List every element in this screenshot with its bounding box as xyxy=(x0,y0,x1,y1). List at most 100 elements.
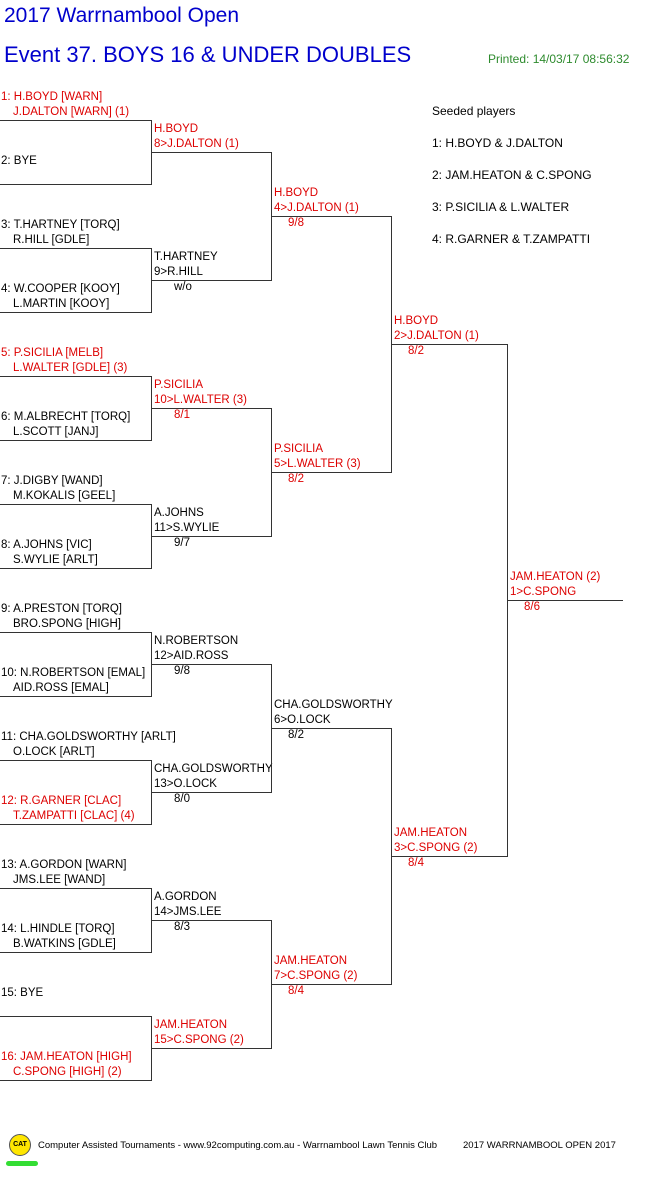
tournament-title: 2017 Warrnambool Open xyxy=(4,4,240,27)
bracket-connector xyxy=(151,408,272,537)
entry-line-2: JMS.LEE [WAND] xyxy=(13,874,106,886)
entry-line-1: CHA.GOLDSWORTHY xyxy=(274,699,393,711)
match-score: 9/8 xyxy=(174,665,190,677)
bracket-connector xyxy=(0,1016,152,1081)
entry-line-2: L.WALTER [GDLE] (3) xyxy=(13,362,128,374)
entry-line-1: 7: J.DIGBY [WAND] xyxy=(1,475,103,487)
seed-entry: 2: JAM.HEATON & C.SPONG xyxy=(432,168,592,182)
entry-line-1: CHA.GOLDSWORTHY xyxy=(154,763,273,775)
entry-line-1: JAM.HEATON xyxy=(274,955,348,967)
bracket-connector xyxy=(0,120,152,185)
bracket-line xyxy=(507,600,623,601)
entry-line-1: T.HARTNEY xyxy=(154,251,218,263)
entry-line-1: JAM.HEATON (2) xyxy=(510,571,601,583)
bracket-connector xyxy=(0,888,152,953)
footer-event-name: 2017 WARRNAMBOOL OPEN 2017 xyxy=(463,1140,616,1151)
footer-credits: Computer Assisted Tournaments - www.92co… xyxy=(38,1140,438,1151)
bracket-connector xyxy=(151,152,272,281)
entry-line-1: 12: R.GARNER [CLAC] xyxy=(1,795,122,807)
match-score: 8/4 xyxy=(408,857,424,869)
cat-logo: CAT xyxy=(9,1134,31,1156)
seed-entry: 4: R.GARNER & T.ZAMPATTI xyxy=(432,232,591,246)
bracket-connector xyxy=(271,728,392,985)
event-title: Event 37. BOYS 16 & UNDER DOUBLES xyxy=(4,42,412,67)
entry-line-2: O.LOCK [ARLT] xyxy=(13,746,95,758)
entry-line-2: 7>C.SPONG (2) xyxy=(274,970,358,982)
entry-line-1: 5: P.SICILIA [MELB] xyxy=(1,347,104,359)
bracket-connector xyxy=(151,664,272,793)
entry-line-2: 8>J.DALTON (1) xyxy=(154,138,239,150)
match-score: 8/0 xyxy=(174,793,190,805)
entry-line-1: 11: CHA.GOLDSWORTHY [ARLT] xyxy=(1,731,176,743)
logo-underline xyxy=(6,1161,38,1166)
entry-line-1: JAM.HEATON xyxy=(154,1019,228,1031)
bracket-connector xyxy=(0,632,152,697)
entry-line-2: L.MARTIN [KOOY] xyxy=(13,298,110,310)
seeded-players-heading: Seeded players xyxy=(432,104,516,118)
entry-line-1: 10: N.ROBERTSON [EMAL] xyxy=(1,667,146,679)
bracket-connector xyxy=(0,760,152,825)
entry-line-2: 1>C.SPONG xyxy=(510,586,577,598)
match-score: 9/8 xyxy=(288,217,304,229)
entry-line-2: B.WATKINS [GDLE] xyxy=(13,938,116,950)
match-score: 8/6 xyxy=(524,601,540,613)
seed-entry: 3: P.SICILIA & L.WALTER xyxy=(432,200,570,214)
entry-line-1: 1: H.BOYD [WARN] xyxy=(1,91,103,103)
entry-line-1: 6: M.ALBRECHT [TORQ] xyxy=(1,411,131,423)
entry-line-2: AID.ROSS [EMAL] xyxy=(13,682,109,694)
entry-line-1: P.SICILIA xyxy=(154,379,204,391)
printed-timestamp: Printed: 14/03/17 08:56:32 xyxy=(488,52,630,66)
entry-line-2: 15>C.SPONG (2) xyxy=(154,1034,244,1046)
entry-line-1: 8: A.JOHNS [VIC] xyxy=(1,539,92,551)
entry-line-1: 9: A.PRESTON [TORQ] xyxy=(1,603,122,615)
match-score: w/o xyxy=(174,281,192,293)
entry-line-2: 9>R.HILL xyxy=(154,266,203,278)
entry-line-1: 14: L.HINDLE [TORQ] xyxy=(1,923,115,935)
match-score: 8/3 xyxy=(174,921,190,933)
entry-line-1: 3: T.HARTNEY [TORQ] xyxy=(1,219,120,231)
entry-line-2: C.SPONG [HIGH] (2) xyxy=(13,1066,122,1078)
entry-line-2: T.ZAMPATTI [CLAC] (4) xyxy=(13,810,135,822)
entry-line-1: A.JOHNS xyxy=(154,507,204,519)
match-score: 8/2 xyxy=(288,729,304,741)
bracket-connector xyxy=(151,920,272,1049)
entry-line-2: 10>L.WALTER (3) xyxy=(154,394,247,406)
match-score: 8/2 xyxy=(288,473,304,485)
entry-line-1: 2: BYE xyxy=(1,155,37,167)
match-score: 8/2 xyxy=(408,345,424,357)
entry-line-1: 13: A.GORDON [WARN] xyxy=(1,859,127,871)
match-score: 8/1 xyxy=(174,409,190,421)
entry-line-1: H.BOYD xyxy=(274,187,319,199)
entry-line-2: 12>AID.ROSS xyxy=(154,650,229,662)
entry-line-2: 4>J.DALTON (1) xyxy=(274,202,359,214)
bracket-connector xyxy=(0,504,152,569)
seed-entry: 1: H.BOYD & J.DALTON xyxy=(432,136,563,150)
entry-line-2: 3>C.SPONG (2) xyxy=(394,842,478,854)
bracket-connector xyxy=(0,376,152,441)
bracket-connector xyxy=(271,216,392,473)
entry-line-1: 15: BYE xyxy=(1,987,44,999)
entry-line-1: H.BOYD xyxy=(394,315,439,327)
entry-line-2: S.WYLIE [ARLT] xyxy=(13,554,98,566)
entry-line-2: BRO.SPONG [HIGH] xyxy=(13,618,121,630)
entry-line-1: 4: W.COOPER [KOOY] xyxy=(1,283,120,295)
entry-line-1: H.BOYD xyxy=(154,123,199,135)
entry-line-2: L.SCOTT [JANJ] xyxy=(13,426,99,438)
entry-line-2: R.HILL [GDLE] xyxy=(13,234,90,246)
entry-line-2: 2>J.DALTON (1) xyxy=(394,330,479,342)
entry-line-2: 13>O.LOCK xyxy=(154,778,217,790)
match-score: 8/4 xyxy=(288,985,304,997)
entry-line-1: N.ROBERTSON xyxy=(154,635,239,647)
entry-line-1: 16: JAM.HEATON [HIGH] xyxy=(1,1051,132,1063)
entry-line-1: P.SICILIA xyxy=(274,443,324,455)
entry-line-1: A.GORDON xyxy=(154,891,217,903)
entry-line-2: J.DALTON [WARN] (1) xyxy=(13,106,130,118)
entry-line-2: M.KOKALIS [GEEL] xyxy=(13,490,116,502)
entry-line-1: JAM.HEATON xyxy=(394,827,468,839)
bracket-connector xyxy=(391,344,508,857)
match-score: 9/7 xyxy=(174,537,190,549)
entry-line-2: 14>JMS.LEE xyxy=(154,906,222,918)
entry-line-2: 11>S.WYLIE xyxy=(154,522,220,534)
bracket-connector xyxy=(0,248,152,313)
entry-line-2: 5>L.WALTER (3) xyxy=(274,458,361,470)
